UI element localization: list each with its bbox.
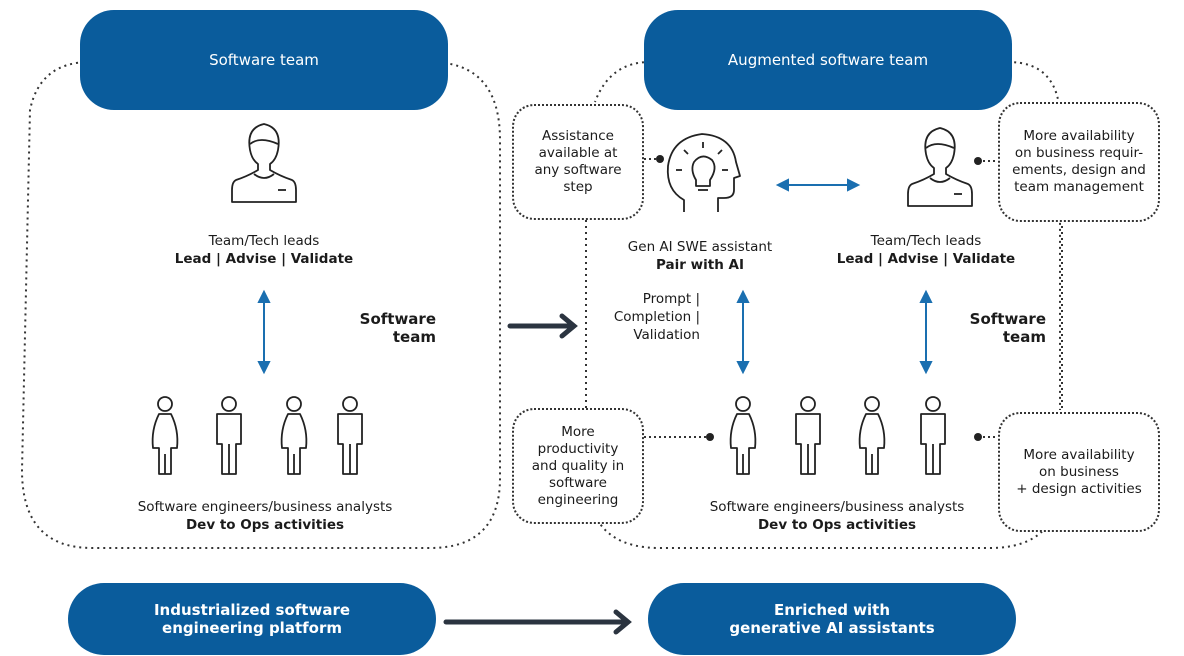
ai-head-lightbulb-icon [666, 133, 741, 212]
engineer-man-icon-2 [337, 396, 363, 475]
left-bottom-pill: Industrialized software engineering plat… [68, 583, 436, 655]
right-team-header: Augmented software team [644, 10, 1012, 110]
prompt-label: Prompt | Completion | Validation [613, 291, 700, 343]
engineer-man-icon-4 [920, 396, 946, 475]
assistant-action: Pair with AI [656, 257, 744, 273]
assistant-engineer-arrow [736, 289, 750, 375]
engineer-woman-icon-3 [729, 396, 757, 475]
right-leads-role: Team/Tech leads [870, 233, 982, 249]
availability-leads-callout: More availability on business requir- em… [998, 102, 1160, 222]
left-engineers-block: Software engineers/business analysts Dev… [100, 498, 430, 534]
engineer-woman-icon-4 [858, 396, 886, 475]
right-team-container [589, 61, 1061, 549]
right-bottom-pill: Enriched with generative AI assistants [648, 583, 1016, 655]
team-lead-woman-icon-left [231, 123, 297, 203]
right-leads-block: Team/Tech leads Lead | Advise | Validate [806, 232, 1046, 268]
left-leads-actions: Lead | Advise | Validate [174, 251, 354, 267]
right-leads-actions: Lead | Advise | Validate [836, 251, 1016, 267]
left-leads-block: Team/Tech leads Lead | Advise | Validate [144, 232, 384, 268]
engineer-man-icon-3 [795, 396, 821, 475]
transition-arrow-bottom [443, 609, 632, 635]
engineer-woman-icon-1 [151, 396, 179, 475]
engineer-man-icon-1 [216, 396, 242, 475]
left-team-header: Software team [80, 10, 448, 110]
productivity-callout: More productivity and quality in softwar… [512, 408, 644, 524]
right-engineers-block: Software engineers/business analysts Dev… [672, 498, 1002, 534]
assistant-role: Gen AI SWE assistant [627, 239, 773, 255]
transition-arrow-top [507, 313, 578, 339]
engineer-woman-icon-2 [280, 396, 308, 475]
lead-engineer-arrow-left [257, 289, 271, 375]
left-engineers-actions: Dev to Ops activities [185, 517, 345, 533]
assistance-callout: Assistance available at any software ste… [512, 104, 644, 220]
lead-engineer-arrow-right [919, 289, 933, 375]
team-lead-woman-icon-right [907, 127, 973, 207]
right-engineers-role: Software engineers/business analysts [709, 499, 965, 515]
assistant-block: Gen AI SWE assistant Pair with AI [610, 238, 790, 274]
left-leads-role: Team/Tech leads [208, 233, 320, 249]
right-side-label: Software team [969, 310, 1046, 346]
left-team-container [20, 61, 501, 549]
left-side-label: Software team [359, 310, 436, 346]
availability-engineers-callout: More availability on business + design a… [998, 412, 1160, 532]
right-engineers-actions: Dev to Ops activities [757, 517, 917, 533]
left-engineers-role: Software engineers/business analysts [137, 499, 393, 515]
assistant-lead-arrow [775, 178, 861, 192]
